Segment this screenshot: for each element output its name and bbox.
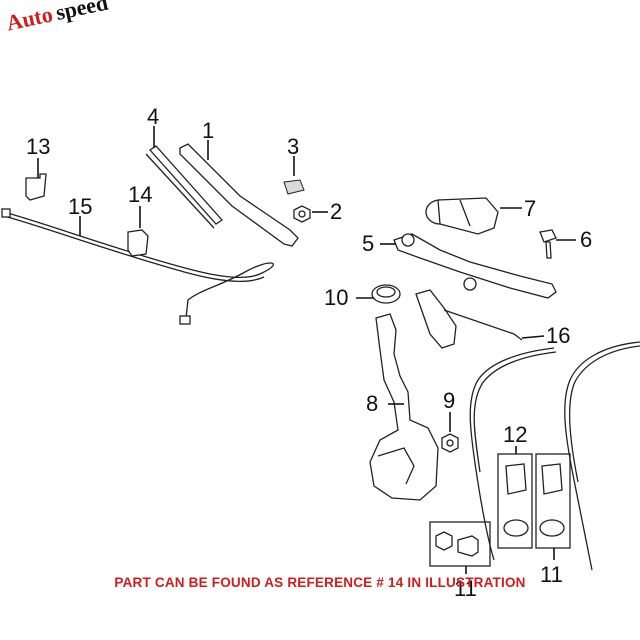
callout-1: 1 <box>202 118 214 143</box>
callout-4: 4 <box>147 104 159 129</box>
callout-11: 11 <box>454 576 477 601</box>
part-reservoir-cap <box>371 284 401 304</box>
callout-10: 10 <box>324 285 348 310</box>
part-wiper-motor <box>425 197 499 235</box>
part-reservoir-nut <box>441 433 459 453</box>
part-washer-pump-bracket <box>415 289 523 349</box>
reference-note: PART CAN BE FOUND AS REFERENCE # 14 IN I… <box>114 575 526 590</box>
callout-12: 11 <box>540 562 563 587</box>
callout-14-upper: 13 <box>26 134 50 159</box>
callout-15: 15 <box>68 194 92 219</box>
part-group-13 <box>497 453 533 549</box>
part-arm-cap <box>283 179 305 195</box>
callout-3: 3 <box>287 134 299 159</box>
callout-5: 5 <box>362 231 374 256</box>
callout-6: 6 <box>580 227 592 252</box>
part-wiper-arm <box>179 143 299 247</box>
part-washer-reservoir <box>369 313 439 501</box>
part-group-12 <box>535 453 571 549</box>
leader-lines <box>37 126 576 574</box>
callout-13: 12 <box>503 422 527 447</box>
callout-9: 9 <box>443 388 455 413</box>
callout-8: 8 <box>366 391 378 416</box>
part-hose-clip-upper <box>25 173 47 201</box>
part-wiper-linkage <box>393 233 557 299</box>
callout-14-lower: 14 <box>128 182 152 207</box>
part-group-11 <box>429 521 491 567</box>
part-arm-nut <box>293 205 311 223</box>
callout-16: 16 <box>546 323 570 348</box>
part-washer-hose <box>1 208 275 325</box>
callout-2: 2 <box>330 199 342 224</box>
part-hose-clip-lower <box>127 229 149 257</box>
part-motor-bolt <box>539 229 557 259</box>
callout-7: 7 <box>524 196 536 221</box>
